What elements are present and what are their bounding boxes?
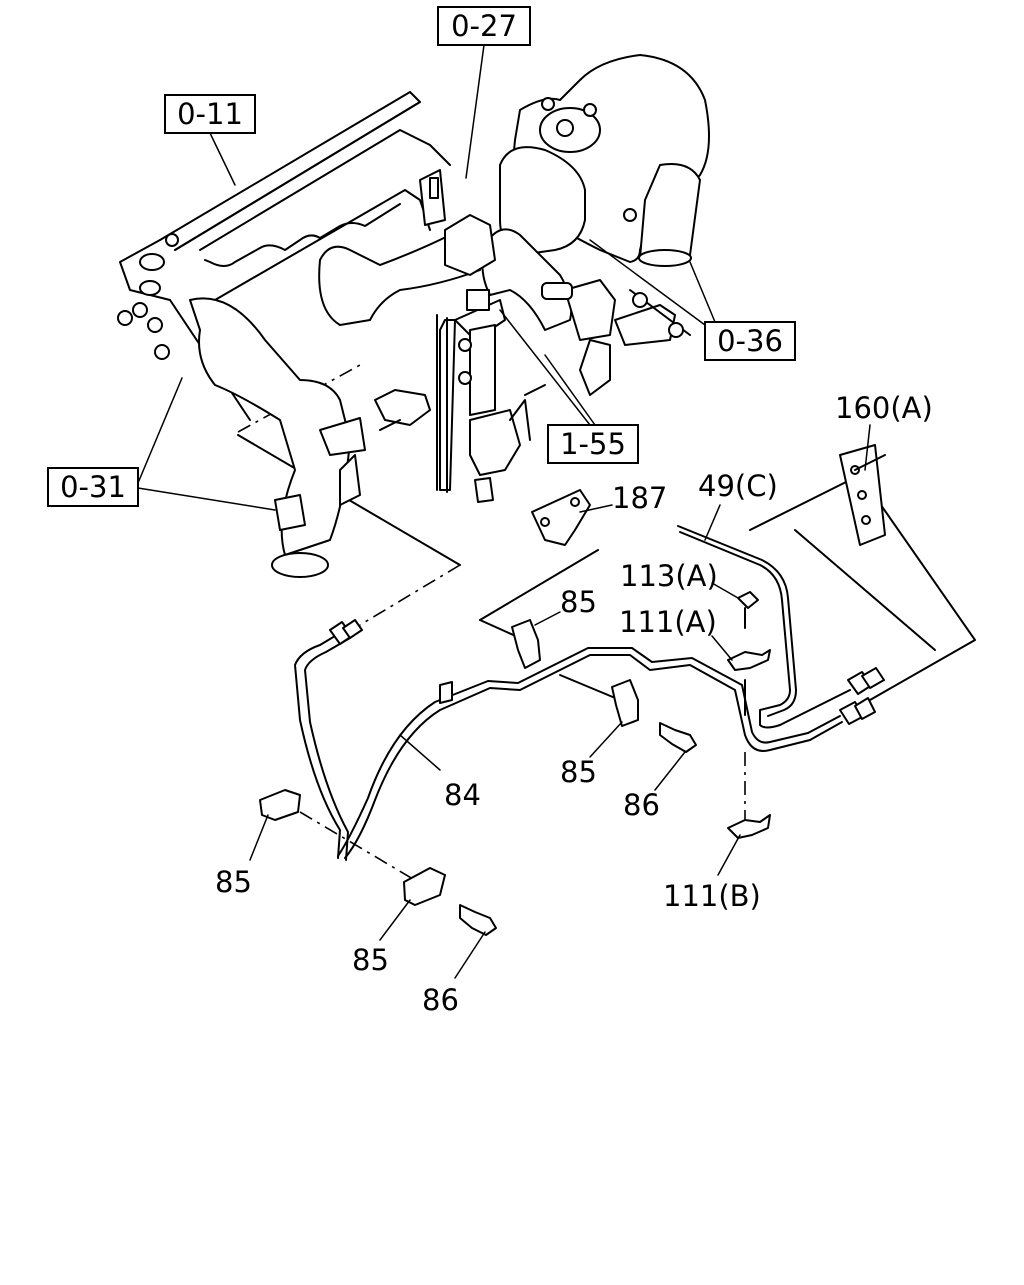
oil-pipe-assembly [259, 444, 976, 936]
label-160a: 160(A) [835, 391, 933, 425]
label-49c: 49(C) [698, 469, 778, 503]
label-187: 187 [612, 481, 667, 515]
label-85-upper: 85 [560, 585, 597, 619]
part-labels: 160(A) 49(C) 187 113(A) 85 111(A) 85 86 … [215, 391, 933, 1017]
ref-label-1-55: 1-55 [560, 427, 626, 461]
engine-assembly [117, 54, 710, 578]
label-113a: 113(A) [620, 559, 718, 593]
label-84: 84 [444, 778, 481, 812]
ref-label-0-27: 0-27 [451, 9, 517, 43]
label-85-lower: 85 [352, 943, 389, 977]
reference-boxes: 0-27 0-11 0-36 1-55 0-31 [47, 6, 796, 511]
ref-label-0-31: 0-31 [60, 470, 126, 504]
ref-label-0-36: 0-36 [717, 324, 783, 358]
ref-label-0-11: 0-11 [177, 97, 243, 131]
label-111a: 111(A) [619, 605, 717, 639]
label-85-left: 85 [215, 865, 252, 899]
label-111b: 111(B) [663, 879, 761, 913]
label-86-lower: 86 [422, 983, 459, 1017]
label-85-middle: 85 [560, 755, 597, 789]
label-86-middle: 86 [623, 788, 660, 822]
